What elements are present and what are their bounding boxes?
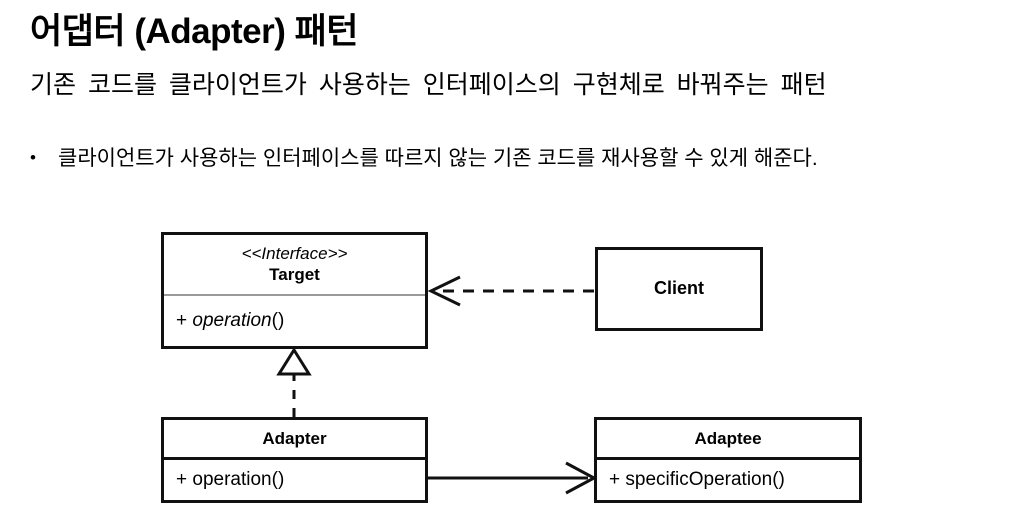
- uml-member-name: operation: [192, 469, 272, 490]
- uml-member-visibility: +: [176, 469, 188, 490]
- connector-adapter-implements-target: [276, 347, 312, 417]
- uml-class-adaptee[interactable]: Adaptee + specificOperation (): [594, 417, 862, 503]
- uml-member-visibility: +: [609, 469, 621, 490]
- uml-class-name: Adaptee: [694, 428, 762, 448]
- uml-section-divider: [164, 294, 425, 297]
- connector-adapter-uses-adaptee: [428, 461, 598, 495]
- uml-class-client[interactable]: Client: [595, 247, 763, 331]
- uml-class-adapter-header: Adapter: [164, 420, 425, 457]
- uml-stereotype-label: <<Interface>>: [241, 244, 348, 264]
- uml-class-name: Target: [269, 265, 320, 285]
- uml-member-parens: (): [271, 469, 285, 490]
- uml-member-name: operation: [192, 310, 272, 332]
- uml-class-name: Client: [653, 278, 704, 299]
- uml-class-target[interactable]: <<Interface>> Target + operation (): [161, 232, 428, 349]
- uml-section-divider: [164, 457, 425, 460]
- list-item: • 클라이언트가 사용하는 인터페이스를 따르지 않는 기존 코드를 재사용할 …: [30, 145, 990, 172]
- uml-member-row: + operation (): [164, 296, 425, 346]
- bullet-list: • 클라이언트가 사용하는 인터페이스를 따르지 않는 기존 코드를 재사용할 …: [30, 145, 990, 172]
- uml-member-row: + specificOperation (): [597, 460, 859, 500]
- connector-client-uses-target: [427, 275, 594, 307]
- uml-class-adaptee-header: Adaptee: [597, 420, 859, 457]
- uml-member-parens: (): [772, 469, 785, 490]
- uml-member-row: + operation (): [164, 460, 425, 500]
- uml-member-name: specificOperation: [625, 469, 773, 490]
- bullet-text: 클라이언트가 사용하는 인터페이스를 따르지 않는 기존 코드를 재사용할 수 …: [58, 147, 818, 170]
- uml-class-adapter[interactable]: Adapter + operation (): [161, 417, 428, 503]
- uml-class-target-header: <<Interface>> Target: [164, 235, 425, 294]
- page-title: 어댑터 (Adapter) 패턴: [30, 12, 359, 51]
- page-subtitle: 기존 코드를 클라이언트가 사용하는 인터페이스의 구현체로 바꿔주는 패턴: [30, 71, 827, 99]
- uml-section-divider: [597, 457, 859, 460]
- uml-member-visibility: +: [176, 310, 188, 332]
- bullet-marker-icon: •: [30, 148, 36, 167]
- uml-member-parens: (): [271, 310, 285, 332]
- uml-class-name: Adapter: [262, 428, 327, 448]
